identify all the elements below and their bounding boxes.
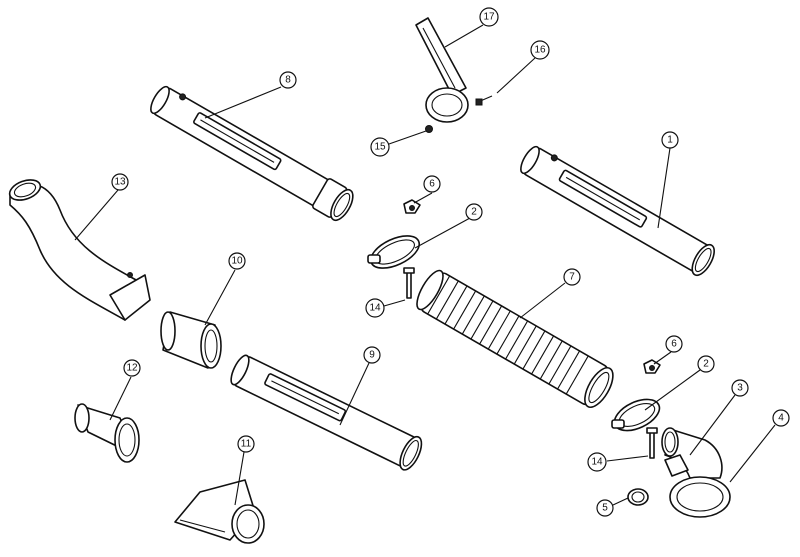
callout-label: 4 — [778, 413, 784, 424]
part-13-curved-elbow — [8, 179, 151, 321]
callout-2-upper: 2 — [465, 203, 483, 221]
part-7-flex-hose — [416, 269, 614, 408]
part-4-outlet-fitting — [664, 454, 731, 518]
callout-3: 3 — [731, 379, 749, 397]
callout-label: 2 — [471, 207, 477, 218]
part-14-bolt-upper — [403, 267, 415, 299]
callout-label: 11 — [241, 439, 252, 450]
callout-label: 14 — [369, 303, 381, 314]
callout-9: 9 — [363, 346, 381, 364]
part-9-blower-tube — [230, 354, 423, 471]
callout-5: 5 — [596, 499, 614, 517]
callout-label: 6 — [671, 339, 677, 350]
callout-14-lower: 14 — [587, 452, 607, 472]
callout-6-upper: 6 — [423, 175, 441, 193]
callout-label: 6 — [429, 179, 435, 190]
callout-1: 1 — [661, 131, 679, 149]
part-10-coupler — [160, 311, 222, 369]
part-11-flat-nozzle — [174, 479, 265, 544]
part-1-blower-tube — [520, 145, 715, 277]
part-14-bolt-lower — [646, 427, 658, 459]
callout-12: 12 — [123, 359, 141, 377]
callout-label: 15 — [374, 142, 386, 153]
callout-label: 13 — [114, 177, 126, 188]
part-16-screw — [475, 95, 493, 106]
callout-7: 7 — [563, 268, 581, 286]
callout-4: 4 — [772, 409, 790, 427]
callout-label: 16 — [534, 45, 546, 56]
part-12-nozzle — [74, 403, 140, 463]
callout-label: 5 — [602, 503, 608, 514]
part-8-blower-tube — [150, 85, 354, 222]
callout-16: 16 — [530, 40, 550, 60]
callout-label: 7 — [569, 272, 575, 283]
callout-label: 12 — [126, 363, 138, 374]
callout-2-lower: 2 — [697, 355, 715, 373]
callout-14-upper: 14 — [365, 298, 385, 318]
part-6-wing-nut-upper — [403, 199, 421, 214]
callout-6-lower: 6 — [665, 335, 683, 353]
callout-15: 15 — [370, 137, 390, 157]
callout-10: 10 — [228, 252, 246, 270]
callout-label: 14 — [591, 457, 603, 468]
callout-13: 13 — [111, 173, 129, 191]
part-17-handle-bracket — [415, 17, 469, 123]
part-2-clamp-upper — [367, 235, 420, 269]
part-15-nut — [425, 125, 433, 133]
callout-label: 9 — [369, 350, 375, 361]
callout-11: 11 — [237, 435, 255, 453]
callout-label: 8 — [285, 75, 291, 86]
callout-8: 8 — [279, 71, 297, 89]
callout-17: 17 — [479, 7, 499, 27]
part-5-ring — [627, 488, 649, 506]
callout-label: 3 — [737, 383, 743, 394]
callout-label: 10 — [231, 256, 243, 267]
leader-lines — [74, 24, 776, 506]
callout-label: 1 — [667, 135, 673, 146]
callout-label: 2 — [703, 359, 709, 370]
callout-label: 17 — [483, 12, 495, 23]
